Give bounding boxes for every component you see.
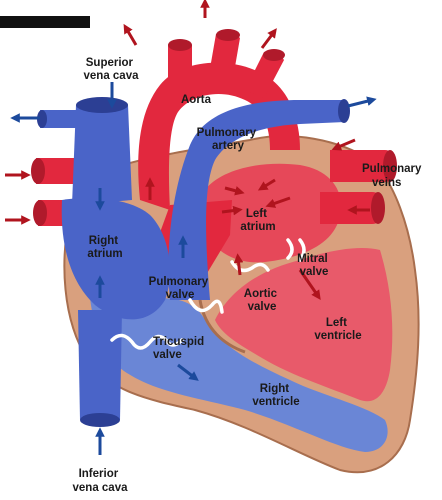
flow-arrows-red (5, 0, 370, 300)
label-tricuspid-valve: Tricuspid valve (153, 336, 207, 361)
label-inferior-vena-cava: Inferior vena cava (73, 468, 129, 494)
left-ventricle (215, 248, 393, 402)
aortic-valve (230, 260, 270, 273)
label-right-atrium: Right atrium (87, 235, 122, 260)
tricuspid-valve (110, 333, 184, 350)
label-pulmonary-valve: Pulmonary valve (149, 276, 212, 301)
pulmonary-veins-left (31, 158, 78, 226)
superior-vena-cava (72, 97, 132, 205)
label-superior-vena-cava: Superior vena cava (84, 57, 140, 82)
label-pulmonary-artery: Pulmonary artery (197, 127, 260, 152)
flow-arrows-blue (10, 82, 377, 455)
pulmonary-artery (37, 99, 350, 300)
right-atrium-chamber (61, 197, 170, 320)
label-mitral-valve: Mitral valve (297, 253, 331, 278)
pulmonary-valve-line (188, 298, 224, 314)
valves (110, 238, 306, 350)
label-pulmonary-veins: Pulmonary veins (362, 163, 425, 189)
label-right-ventricle: Right ventricle (252, 383, 299, 408)
label-aortic-valve: Aortic valve (244, 288, 280, 313)
label-left-atrium: Left atrium (240, 208, 275, 233)
label-left-ventricle: Left ventricle (314, 317, 361, 342)
mitral-valve (286, 238, 306, 262)
septum (198, 299, 246, 354)
label-aorta: Aorta (181, 94, 212, 106)
inferior-vena-cava (78, 310, 122, 427)
redaction-bar (0, 16, 90, 28)
